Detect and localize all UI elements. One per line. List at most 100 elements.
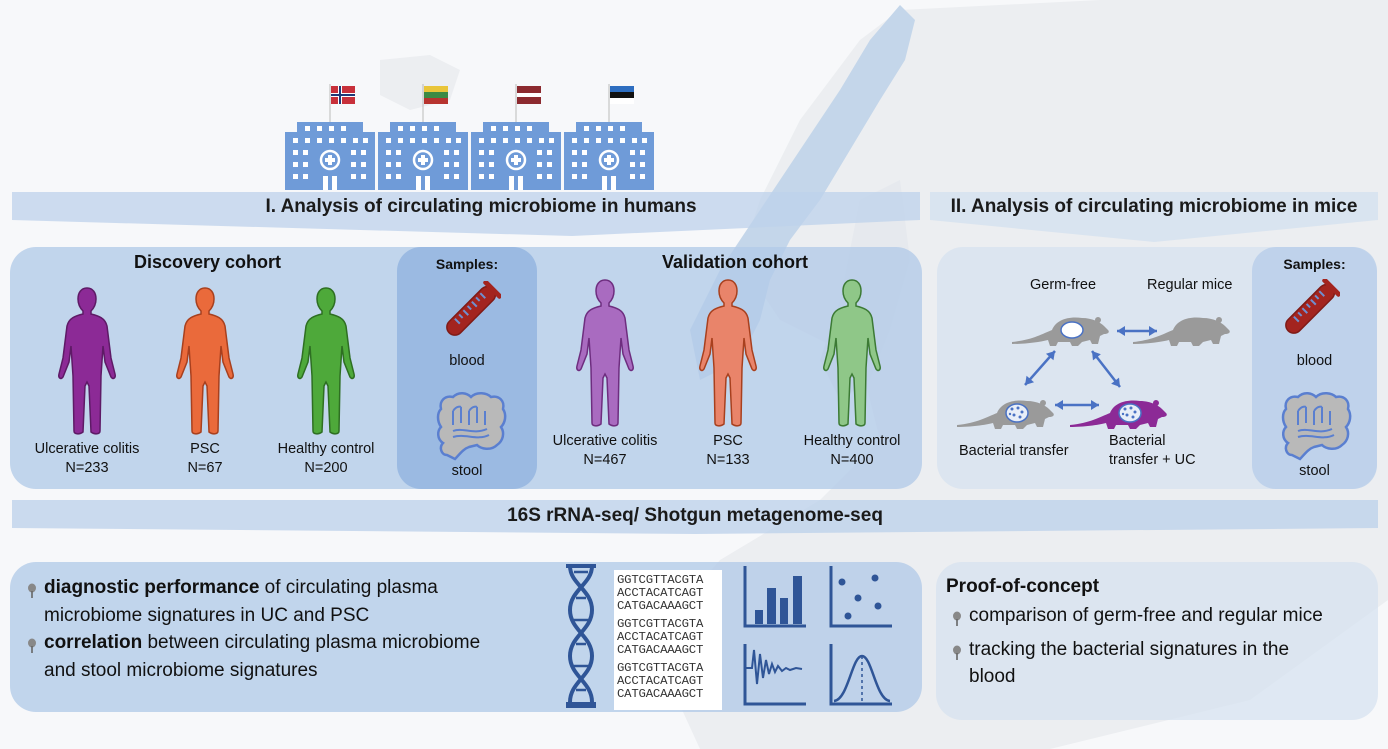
pushpin-icon bbox=[26, 580, 44, 629]
banner-shape bbox=[930, 192, 1378, 242]
group-count: N=233 bbox=[65, 460, 109, 476]
group-count: N=133 bbox=[706, 452, 750, 468]
double-arrow-icon bbox=[1117, 326, 1157, 336]
discovery-person-uc-icon bbox=[55, 286, 119, 441]
section2-banner: II. Analysis of circulating microbiome i… bbox=[930, 192, 1378, 242]
blood-tube-icon bbox=[1285, 279, 1340, 334]
group-name: Ulcerative colitis bbox=[34, 441, 140, 457]
group-count: N=200 bbox=[304, 460, 348, 476]
label-line: transfer + UC bbox=[1109, 452, 1196, 468]
outcome-text: comparison of germ-free and regular mice bbox=[969, 605, 1323, 626]
bacterial-transfer-uc-mouse-icon bbox=[1070, 400, 1167, 429]
mice-outcomes-list: comparison of germ-free and regular mice… bbox=[951, 602, 1371, 691]
validation-cohort-title: Validation cohort bbox=[661, 252, 808, 272]
sequence-line: CATGACAAAGCT bbox=[617, 643, 704, 657]
samples-title: Samples: bbox=[435, 256, 499, 272]
validation-person-uc-icon bbox=[573, 278, 637, 433]
outcome-bullet: diagnostic performance of circulating pl… bbox=[26, 574, 546, 629]
germ-free-mouse-icon bbox=[1012, 317, 1109, 346]
discovery-person-psc-icon bbox=[173, 286, 237, 441]
pushpin-icon bbox=[26, 635, 44, 684]
scatter-plot-icon bbox=[829, 566, 892, 628]
humans-outcomes-panel bbox=[10, 562, 922, 712]
outcome-text: of circulating plasma bbox=[259, 577, 438, 598]
humans-outcomes-list: diagnostic performance of circulating pl… bbox=[26, 574, 546, 684]
group-count: N=67 bbox=[187, 460, 223, 476]
sequence-line: CATGACAAAGCT bbox=[617, 599, 704, 613]
samples-title: Samples: bbox=[1283, 256, 1346, 272]
double-arrow-icon bbox=[1024, 350, 1056, 386]
outcome-text: blood bbox=[969, 666, 1016, 687]
outcome-text: tracking the bacterial signatures in the bbox=[969, 638, 1290, 660]
sequence-line: ACCTACATCAGT bbox=[617, 674, 704, 688]
mice-samples: Samples: blood stool bbox=[1252, 247, 1377, 489]
intestine-icon bbox=[1281, 392, 1352, 461]
section1-banner: I. Analysis of circulating microbiome in… bbox=[12, 192, 920, 236]
banner-shape bbox=[12, 192, 920, 236]
latvia-flag-icon bbox=[517, 86, 541, 104]
hospital-lithuania bbox=[378, 82, 468, 190]
mouse-model-diagram: Germ-free Regular mice Bacterial transfe… bbox=[937, 247, 1257, 489]
outcome-bullet: tracking the bacterial signatures in the… bbox=[951, 636, 1371, 691]
discovery-person-healthy-icon bbox=[294, 286, 358, 441]
group-count: N=400 bbox=[830, 452, 874, 468]
group-count: N=467 bbox=[583, 452, 627, 468]
waveform-icon bbox=[743, 644, 806, 706]
section1-title: I. Analysis of circulating microbiome in… bbox=[265, 196, 697, 217]
norway-flag-icon bbox=[331, 86, 355, 104]
proof-of-concept-title: Proof-of-concept bbox=[946, 576, 1100, 597]
validation-group-label: PSC N=133 bbox=[653, 432, 803, 470]
section2-title: II. Analysis of circulating microbiome i… bbox=[950, 196, 1358, 217]
group-name: Healthy control bbox=[277, 441, 375, 457]
method-banner: 16S rRNA-seq/ Shotgun metagenome-seq bbox=[12, 500, 1378, 540]
double-arrow-icon bbox=[1055, 400, 1099, 410]
estonia-flag-icon bbox=[610, 86, 634, 104]
lithuania-flag-icon bbox=[424, 86, 448, 104]
outcome-text: between circulating plasma microbiome bbox=[142, 632, 481, 653]
sequence-line: GGTCGTTACGTA bbox=[617, 617, 704, 631]
label-line: Bacterial bbox=[1109, 433, 1166, 449]
mice-graphic bbox=[957, 317, 1230, 429]
intestine-icon bbox=[436, 392, 507, 461]
outcome-bullet: correlation between circulating plasma m… bbox=[26, 629, 546, 684]
bacterial-transfer-mouse-icon bbox=[957, 400, 1054, 429]
sample-label-blood: blood bbox=[449, 353, 485, 369]
group-name: PSC bbox=[190, 441, 220, 457]
sequence-line: GGTCGTTACGTA bbox=[617, 573, 704, 587]
pushpin-icon bbox=[951, 642, 969, 691]
sample-label-stool: stool bbox=[451, 463, 483, 479]
hospital-latvia bbox=[471, 82, 561, 190]
group-name: Healthy control bbox=[803, 433, 901, 449]
sample-label-blood: blood bbox=[1296, 353, 1333, 369]
outcome-text: and stool microbiome signatures bbox=[44, 659, 318, 681]
regular-mouse-icon bbox=[1133, 317, 1230, 346]
hospital-estonia bbox=[564, 82, 654, 190]
validation-person-healthy-icon bbox=[820, 278, 884, 433]
blood-tube-icon bbox=[446, 281, 501, 336]
hospital-norway bbox=[285, 82, 375, 190]
sequence-line: GGTCGTTACGTA bbox=[617, 661, 704, 675]
group-name: PSC bbox=[713, 433, 743, 449]
distribution-curve-icon bbox=[829, 644, 892, 706]
mice-outcomes-panel bbox=[936, 562, 1378, 720]
group-name: Ulcerative colitis bbox=[552, 433, 658, 449]
bar-chart-icon bbox=[743, 566, 806, 628]
pushpin-icon bbox=[951, 608, 969, 636]
sequence-line: CATGACAAAGCT bbox=[617, 687, 704, 701]
bacterial-transfer-uc-label: Bacterial transfer + UC bbox=[1109, 432, 1196, 470]
outcome-bullet: comparison of germ-free and regular mice bbox=[951, 602, 1371, 636]
discovery-cohort-title: Discovery cohort bbox=[133, 252, 282, 272]
germ-free-label: Germ-free bbox=[1030, 277, 1097, 293]
sequence-line: ACCTACATCAGT bbox=[617, 630, 704, 644]
bacterial-transfer-label: Bacterial transfer bbox=[959, 443, 1069, 459]
validation-person-psc-icon bbox=[696, 278, 760, 433]
discovery-group-label: PSC N=67 bbox=[130, 440, 280, 478]
